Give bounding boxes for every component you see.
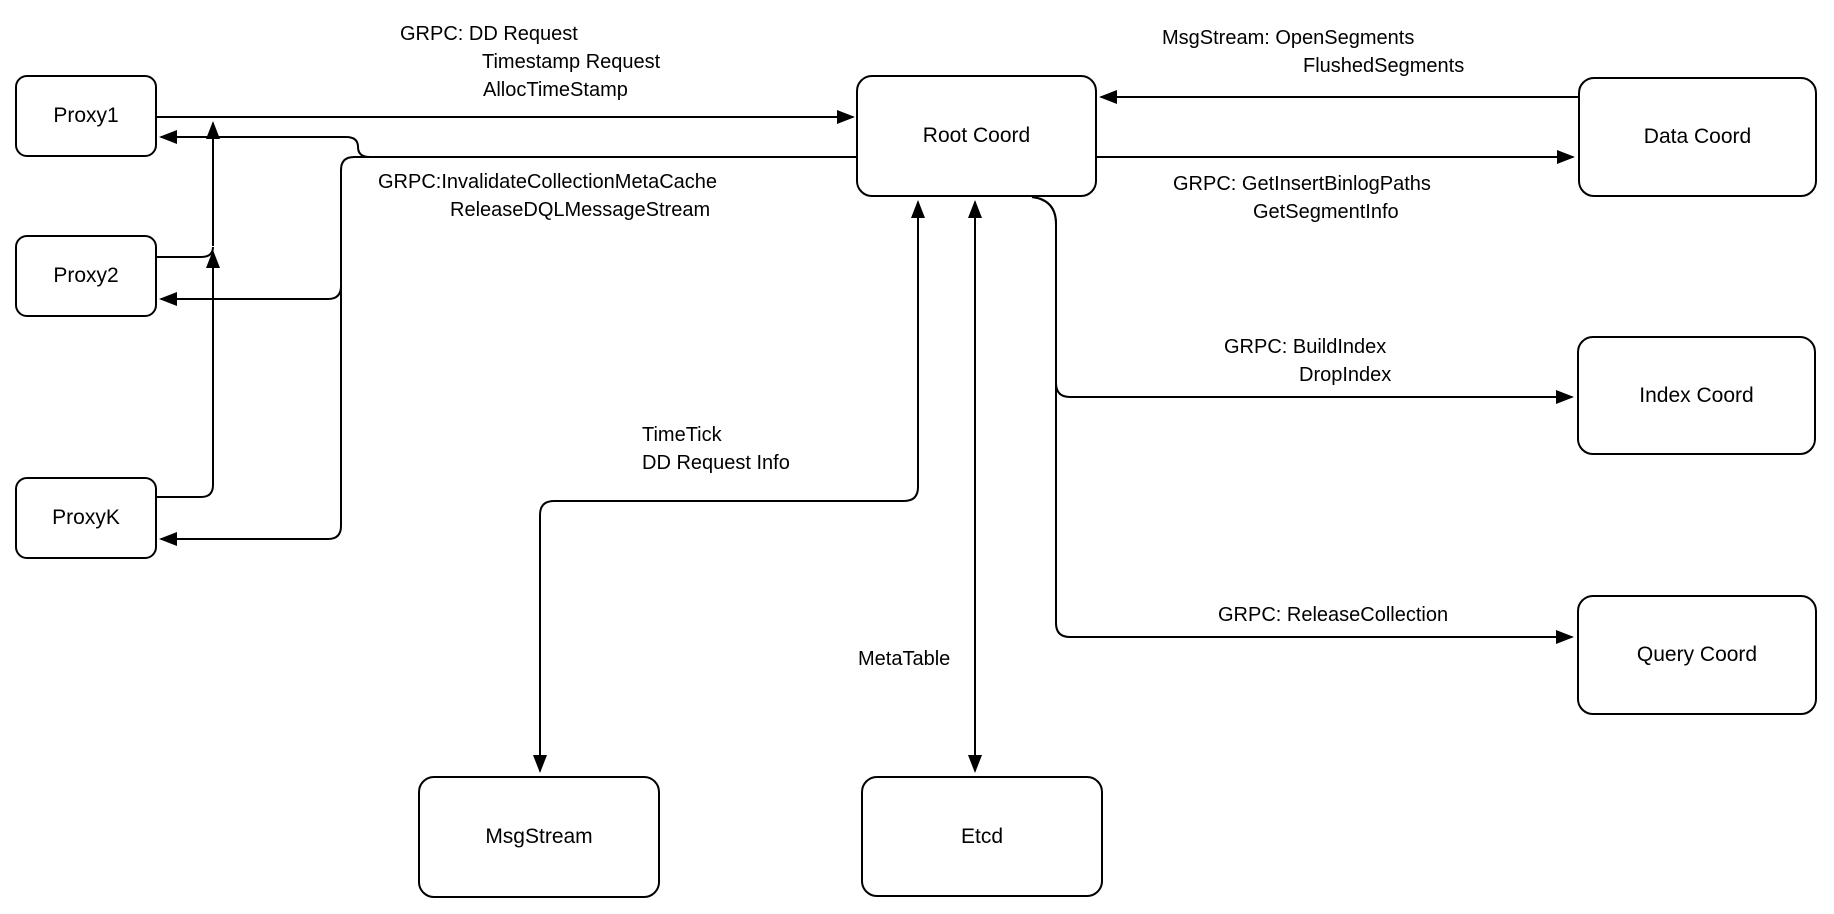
edge-root-to-proxy1 [159,130,856,158]
node-proxyk: ProxyK [15,477,157,559]
edge-label-line: GRPC: BuildIndex [1224,336,1387,358]
edge-root-to-query [1031,196,1574,644]
edge-label-root-to-msgstream: TimeTick DD Request Info [642,421,790,477]
node-query-coord: Query Coord [1577,595,1817,715]
edge-label-line: TimeTick [642,424,722,446]
edge-label-line: GRPC: GetInsertBinlogPaths [1173,173,1431,195]
node-data-coord: Data Coord [1578,77,1817,197]
edge-label-root-to-etcd: MetaTable [858,645,950,673]
edge-label-line: DropIndex [1299,364,1392,386]
edge-label-root-to-index: GRPC: BuildIndex DropIndex [1224,333,1391,389]
edge-proxyk-out-rail [157,250,220,498]
edge-label-root-to-proxy: GRPC:InvalidateCollectionMetaCache Relea… [378,168,717,224]
edge-root-msgstream [533,200,925,773]
node-proxy1: Proxy1 [15,75,157,157]
edge-label-line: MetaTable [858,648,951,670]
edge-label-data-to-root: MsgStream: OpenSegments FlushedSegments [1162,24,1464,80]
edge-root-to-proxyk [159,156,856,546]
edge-root-to-proxy2 [159,285,342,306]
node-proxy2: Proxy2 [15,235,157,317]
node-index-coord: Index Coord [1577,336,1816,455]
edge-label-root-to-query: GRPC: ReleaseCollection [1218,601,1448,629]
edge-proxy2-out [157,246,214,258]
edge-label-line: GetSegmentInfo [1253,201,1399,223]
edge-label-line: GRPC: DD Request [400,23,578,45]
edge-label-line: MsgStream: OpenSegments [1162,27,1415,49]
edge-label-line: AllocTimeStamp [483,79,628,101]
edge-label-line: GRPC:InvalidateCollectionMetaCache [378,171,718,193]
node-etcd: Etcd [861,776,1103,897]
edge-label-root-to-data: GRPC: GetInsertBinlogPaths GetSegmentInf… [1173,170,1431,226]
edge-label-proxy-to-root: GRPC: DD Request Timestamp Request Alloc… [400,20,660,104]
edge-label-line: GRPC: ReleaseCollection [1218,604,1449,626]
node-msgstream: MsgStream [418,776,660,898]
edge-label-line: FlushedSegments [1303,55,1465,77]
node-root-coord: Root Coord [856,75,1097,197]
edge-label-line: ReleaseDQLMessageStream [450,199,711,221]
edge-label-line: Timestamp Request [482,51,661,73]
edge-label-line: DD Request Info [642,452,790,474]
